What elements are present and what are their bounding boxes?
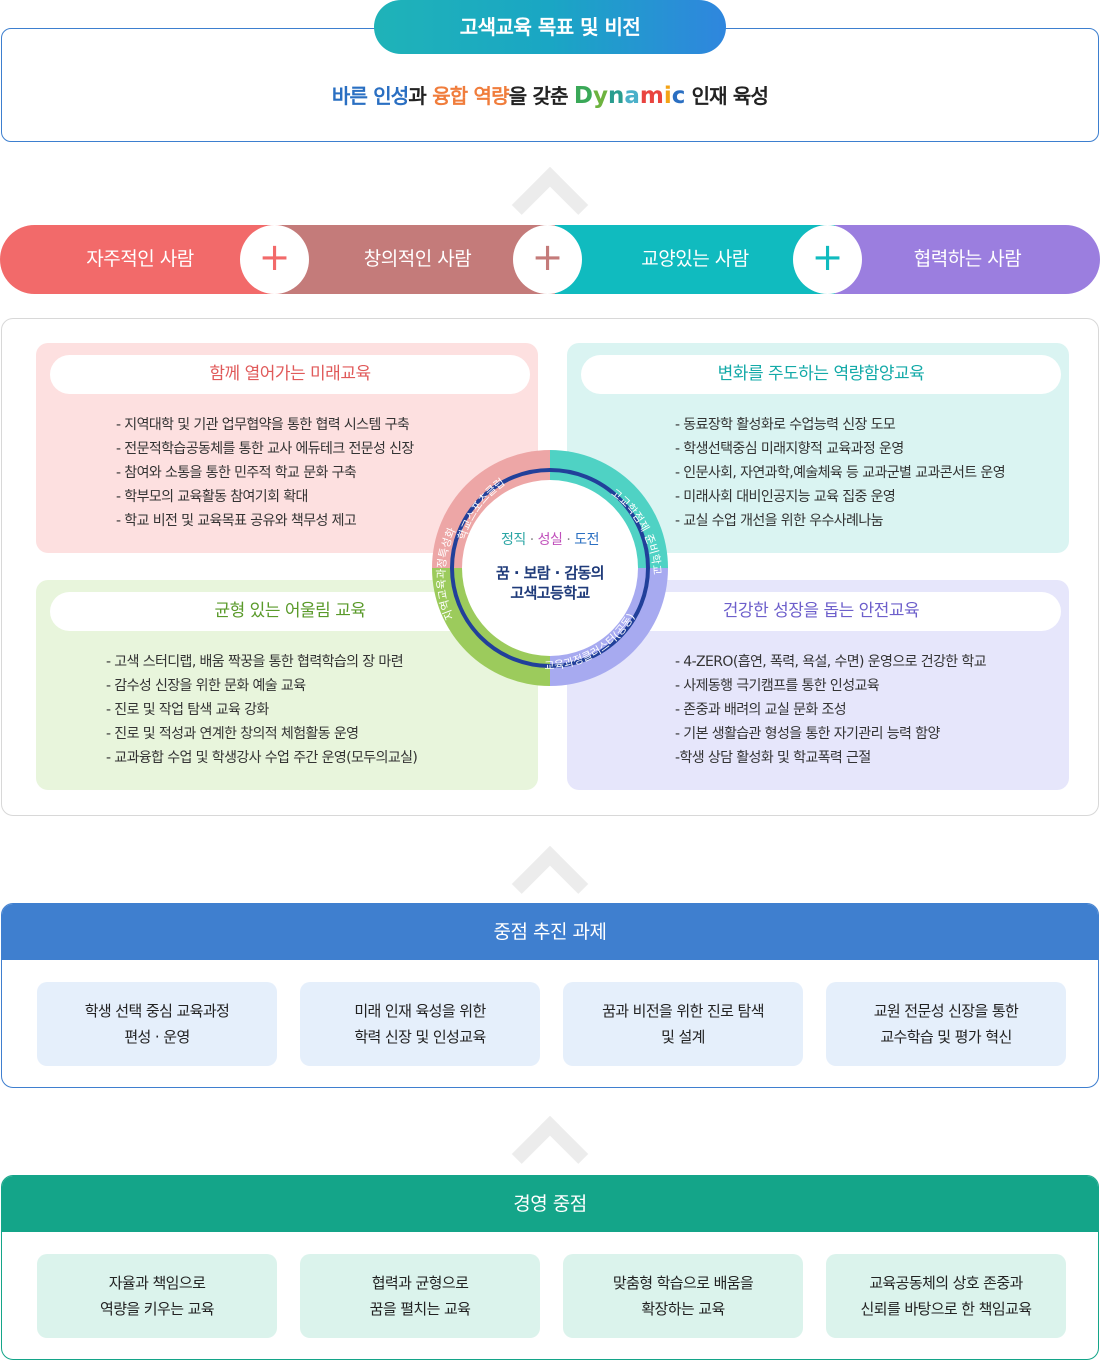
motto-line: 꿈 · 보람 · 감동의 [496,564,604,582]
card-line: 교원 전문성 신장을 통한 [873,1002,1019,1020]
vision-title: 고색교육 목표 및 비전 [374,0,726,54]
dynamic-letter: c [671,83,686,109]
dynamic-letter: y [593,83,608,109]
vision-statement: 바른 인성과 융합 역량을 갖춘 Dynamic 인재 육성 [0,80,1100,109]
ring-labels: 고교학점제 준비학교 교육과정클러스터(공동) 지역교육과정특성화 학교스포츠클… [435,475,664,673]
list-item: - 사제동행 극기캠프를 통한 인성교육 [675,678,880,694]
quadrant-title: 변화를 주도하는 역량함양교육 [581,355,1061,394]
list-item: -학생 상담 활성화 및 학교폭력 근절 [675,750,871,766]
card-line: 학력 신장 및 인성교육 [354,1028,486,1046]
center-text: 정직 · 성실 · 도전 꿈 · 보람 · 감동의 고색고등학교 [470,529,630,603]
list-item: - 진로 및 작업 탐색 교육 강화 [106,702,269,718]
inner-ring [450,468,650,668]
card-line: 협력과 균형으로 [371,1274,469,1292]
card-line: 신뢰를 바탕으로 한 책임교육 [860,1300,1033,1318]
vision-part-character: 바른 인성 [331,84,409,108]
quadrant-list: - 고색 스터디랩, 배움 짝꿍을 통한 협력학습의 장 마련 - 감수성 신장… [106,650,418,770]
key-tasks-title: 중점 추진 과제 [2,904,1098,960]
quadrant-list: - 4-ZERO(흡연, 폭력, 욕설, 수면) 운영으로 건강한 학교 - 사… [675,650,987,770]
card-line: 미래 인재 육성을 위한 [354,1002,486,1020]
center-emblem: 자율학교 [432,450,668,686]
list-item: - 교실 수업 개선을 위한 우수사례나눔 [675,513,884,529]
strategy-panel [1,318,1099,816]
ring-label: 교육과정클러스터(공동) [544,611,637,673]
list-item: - 전문적학습공동체를 통한 교사 에듀테크 전문성 신장 [116,441,414,457]
card-line: 꿈을 펼치는 교육 [369,1300,471,1318]
list-item: - 참여와 소통을 통한 민주적 학교 문화 구축 [116,465,357,481]
dynamic-letter: D [573,83,593,109]
management-focus-title: 경영 중점 [2,1176,1098,1232]
list-item: - 지역대학 및 기관 업무협약을 통한 협력 시스템 구축 [116,417,410,433]
value-diligence: 성실 [537,532,563,548]
card-line: 맞춤형 학습으로 배움을 [612,1274,754,1292]
quadrant-future-education: 함께 열어가는 미래교육 - 지역대학 및 기관 업무협약을 통한 협력 시스템… [36,343,538,553]
card-line: 확장하는 교육 [641,1300,725,1318]
list-item: - 존중과 배려의 교실 문화 조성 [675,702,847,718]
people-creative: 창의적인 사람 [280,225,555,294]
quadrant-list: - 동료장학 활성화로 수업능력 신장 도모 - 학생선택중심 미래지향적 교육… [675,413,1006,533]
list-item: - 진로 및 적성과 연계한 창의적 체험활동 운영 [106,726,359,742]
list-item: - 감수성 신장을 위한 문화 예술 교육 [106,678,306,694]
school-name: 고색고등학교 [510,584,590,602]
center-disc [462,480,638,656]
card-line: 학생 선택 중심 교육과정 [84,1002,230,1020]
plus-icon: + [793,225,862,294]
people-cooperative: 협력하는 사람 [835,225,1100,294]
list-item: - 미래사회 대비인공지능 교육 집중 운영 [675,489,896,505]
dynamic-letter: m [639,83,664,109]
vision-part-connector-1: 과 [408,84,433,108]
core-values: 정직 · 성실 · 도전 [470,529,630,549]
quadrant-list: - 지역대학 및 기관 업무협약을 통한 협력 시스템 구축 - 전문적학습공동… [116,413,414,533]
value-separator: · [566,532,571,548]
vision-part-dynamic: Dynamic [574,83,686,109]
card-line: 편성 · 운영 [124,1028,190,1046]
value-separator: · [529,532,534,548]
plus-icon: + [513,225,582,294]
quadrant-title: 함께 열어가는 미래교육 [50,355,530,394]
school-motto: 꿈 · 보람 · 감동의 고색고등학교 [470,563,630,603]
list-item: - 고색 스터디랩, 배움 짝꿍을 통한 협력학습의 장 마련 [106,654,404,670]
card-line: 자율과 책임으로 [108,1274,206,1292]
people-autonomous: 자주적인 사람 [0,225,280,294]
dynamic-letter: n [608,83,625,109]
card-line: 꿈과 비전을 위한 진로 탐색 [602,1002,764,1020]
people-cultured: 교양있는 사람 [555,225,835,294]
list-item: - 교과융합 수업 및 학생강사 수업 주간 운영(모두의교실) [106,750,418,766]
value-challenge: 도전 [574,532,599,548]
dynamic-letter: a [624,83,640,109]
value-honesty: 정직 [500,532,526,548]
quadrant-competency-education: 변화를 주도하는 역량함양교육 - 동료장학 활성화로 수업능력 신장 도모 -… [567,343,1069,553]
vision-part-connector-2: 을 갖춘 [508,84,574,108]
ring-label: 지역교육과정특성화 [435,526,459,622]
list-item: - 학부모의 교육활동 참여기회 확대 [116,489,308,505]
list-item: - 기본 생활습관 형성을 통한 자기관리 능력 함양 [675,726,940,742]
people-bar: 자주적인 사람 창의적인 사람 교양있는 사람 협력하는 사람 + + + [0,225,1100,294]
list-item: - 인문사회, 자연과학,예술체육 등 교과군별 교과콘서트 운영 [675,465,1006,481]
list-item: - 학교 비전 및 교육목표 공유와 책무성 제고 [116,513,357,529]
list-item: - 4-ZERO(흡연, 폭력, 욕설, 수면) 운영으로 건강한 학교 [675,654,987,670]
card-line: 및 설계 [661,1028,705,1046]
list-item: - 동료장학 활성화로 수업능력 신장 도모 [675,417,896,433]
card-line: 교수학습 및 평가 혁신 [880,1028,1012,1046]
vision-part-talent: 인재 육성 [685,84,769,108]
plus-icon: + [240,225,309,294]
vision-part-competency: 융합 역량 [432,84,509,108]
dynamic-letter: i [663,83,672,109]
list-item: - 학생선택중심 미래지향적 교육과정 운영 [675,441,904,457]
card-line: 역량을 키우는 교육 [100,1300,215,1318]
card-line: 교육공동체의 상호 존중과 [869,1274,1023,1292]
